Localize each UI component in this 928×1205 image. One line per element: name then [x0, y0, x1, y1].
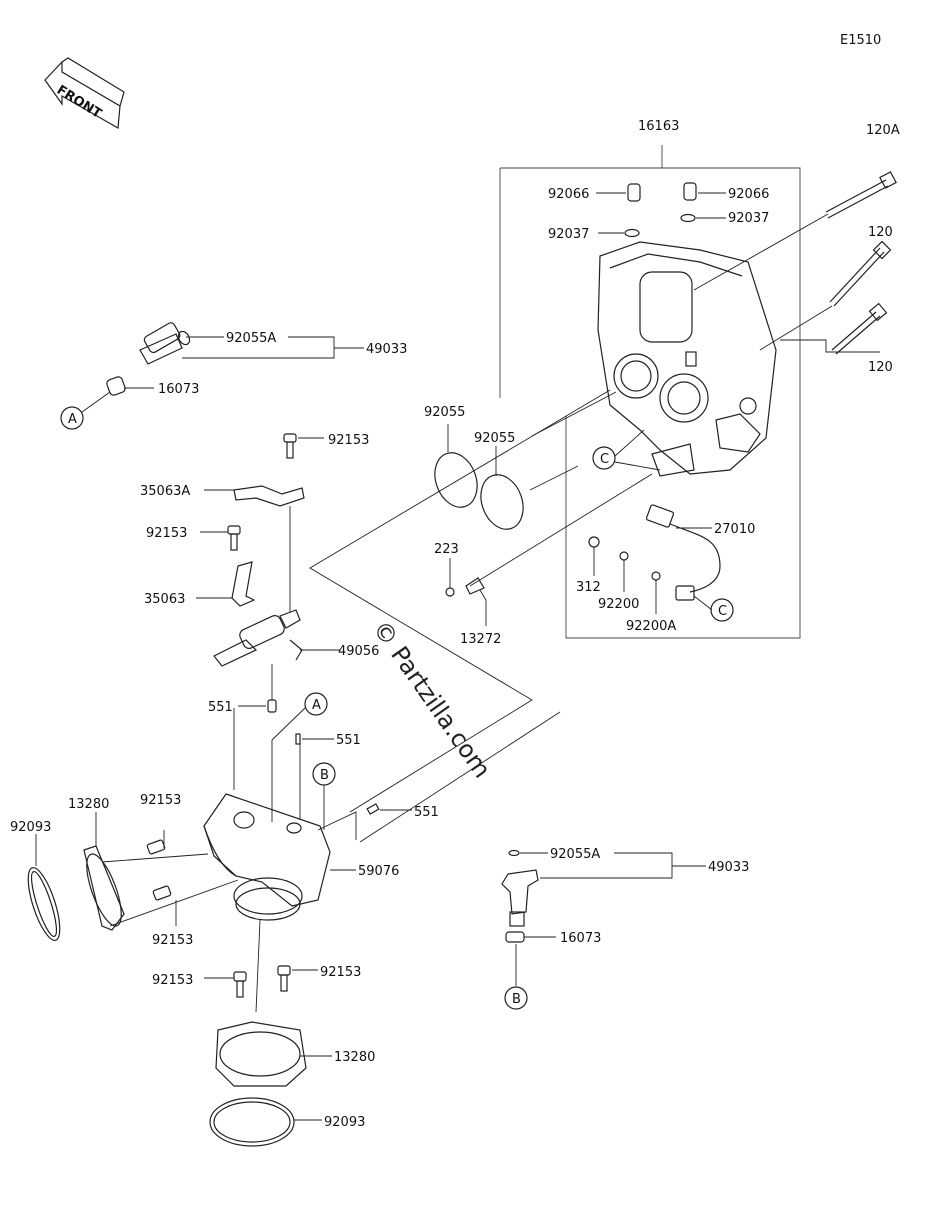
callout-b-right	[504, 986, 528, 1010]
part-16073-label-lower[interactable]: 16073	[560, 931, 601, 946]
bracket-35063	[231, 561, 256, 607]
screw-92153-d	[152, 885, 172, 901]
o-ring-92055-a	[434, 452, 478, 508]
o-ring-92055-b	[480, 474, 524, 530]
part-92093-label-left[interactable]: 92093	[10, 820, 51, 835]
screw-223	[445, 587, 455, 597]
callout-b-center-label: B	[320, 768, 329, 783]
part-92055a-label-upper[interactable]: 92055A	[226, 331, 276, 346]
part-92055-label-b[interactable]: 92055	[474, 431, 515, 446]
part-16073-label-upper[interactable]: 16073	[158, 382, 199, 397]
part-92153-label-c[interactable]: 92153	[140, 793, 181, 808]
callout-a-center	[304, 692, 328, 716]
part-92153-label-b[interactable]: 92153	[146, 526, 187, 541]
callout-c-lower-label: C	[718, 604, 727, 619]
bracket-13272	[465, 577, 485, 595]
part-49056-label[interactable]: 49056	[338, 644, 379, 659]
part-92093-label-bottom[interactable]: 92093	[324, 1115, 365, 1130]
callout-a-center-label: A	[312, 698, 321, 713]
part-92066-label-right[interactable]: 92066	[728, 187, 769, 202]
intake-manifold-59076	[203, 793, 331, 921]
callout-a-left-label: A	[68, 412, 77, 427]
pin-92066-right	[683, 182, 697, 201]
fuel-pipe-49056	[213, 609, 303, 667]
diagram-code: E1510	[840, 33, 881, 48]
part-551-label-c[interactable]: 551	[414, 805, 439, 820]
callout-c-lower	[710, 598, 734, 622]
part-551-label-b[interactable]: 551	[336, 733, 361, 748]
part-120-label-upper[interactable]: 120	[868, 225, 893, 240]
screw-92153-a	[283, 433, 297, 459]
part-13280-label-left[interactable]: 13280	[68, 797, 109, 812]
part-59076-label[interactable]: 59076	[358, 864, 399, 879]
part-120a-label[interactable]: 120A	[866, 123, 900, 138]
throttle-body-assembly	[597, 241, 777, 477]
part-92153-label-f[interactable]: 92153	[320, 965, 361, 980]
callout-a-left	[60, 406, 84, 430]
bolt-120-lower	[831, 302, 888, 355]
part-92153-label-e[interactable]: 92153	[152, 973, 193, 988]
assembly-box	[500, 167, 801, 639]
screw-312	[588, 536, 600, 548]
clip-92037-right	[680, 213, 696, 223]
part-223-label[interactable]: 223	[434, 542, 459, 557]
washer-92200	[619, 551, 629, 561]
part-92153-label-d[interactable]: 92153	[152, 933, 193, 948]
cap-16073-lower	[505, 931, 525, 943]
callout-c-upper	[592, 446, 616, 470]
clip-92037-left	[624, 228, 640, 238]
part-92200-label[interactable]: 92200	[598, 597, 639, 612]
injector-49033-upper	[139, 322, 191, 365]
part-312-label[interactable]: 312	[576, 580, 601, 595]
part-92055a-label-lower[interactable]: 92055A	[550, 847, 600, 862]
callout-c-upper-label: C	[600, 452, 609, 467]
bracket-35063a	[233, 485, 305, 507]
screw-92153-b	[227, 525, 241, 551]
washer-92200a	[651, 571, 661, 581]
pin-551-b	[295, 733, 301, 745]
part-92066-label-left[interactable]: 92066	[548, 187, 589, 202]
sensor-harness-27010	[645, 504, 721, 601]
part-16163-label[interactable]: 16163	[638, 119, 679, 134]
gasket-13280-left	[83, 845, 125, 931]
screw-92153-f	[277, 965, 291, 992]
part-27010-label[interactable]: 27010	[714, 522, 755, 537]
part-120-label-lower[interactable]: 120	[868, 360, 893, 375]
pin-551-a	[267, 699, 277, 713]
part-551-label-a[interactable]: 551	[208, 700, 233, 715]
bolt-120a	[825, 171, 897, 219]
injector-49033-lower	[501, 849, 539, 927]
part-13272-label[interactable]: 13272	[460, 632, 501, 647]
ring-92093-left	[27, 867, 61, 941]
cap-16073-upper	[106, 376, 126, 396]
part-35063-label[interactable]: 35063	[144, 592, 185, 607]
pin-92066-left	[627, 183, 641, 202]
ring-92093-bottom	[209, 1097, 295, 1147]
part-49033-label-lower[interactable]: 49033	[708, 860, 749, 875]
part-92055-label-a[interactable]: 92055	[424, 405, 465, 420]
part-92037-label-right[interactable]: 92037	[728, 211, 769, 226]
part-92153-label-a[interactable]: 92153	[328, 433, 369, 448]
callout-b-right-label: B	[512, 992, 521, 1007]
part-35063a-label[interactable]: 35063A	[140, 484, 190, 499]
gasket-13280-bottom	[215, 1021, 307, 1087]
screw-92153-e	[233, 971, 247, 998]
front-arrow-icon: FRONT	[44, 57, 125, 129]
screw-92153-c	[146, 839, 166, 855]
part-13280-label-bottom[interactable]: 13280	[334, 1050, 375, 1065]
part-92200a-label[interactable]: 92200A	[626, 619, 676, 634]
bolt-120-upper	[829, 240, 892, 307]
part-92037-label-left[interactable]: 92037	[548, 227, 589, 242]
part-49033-label-upper[interactable]: 49033	[366, 342, 407, 357]
pin-551-c	[366, 803, 380, 815]
